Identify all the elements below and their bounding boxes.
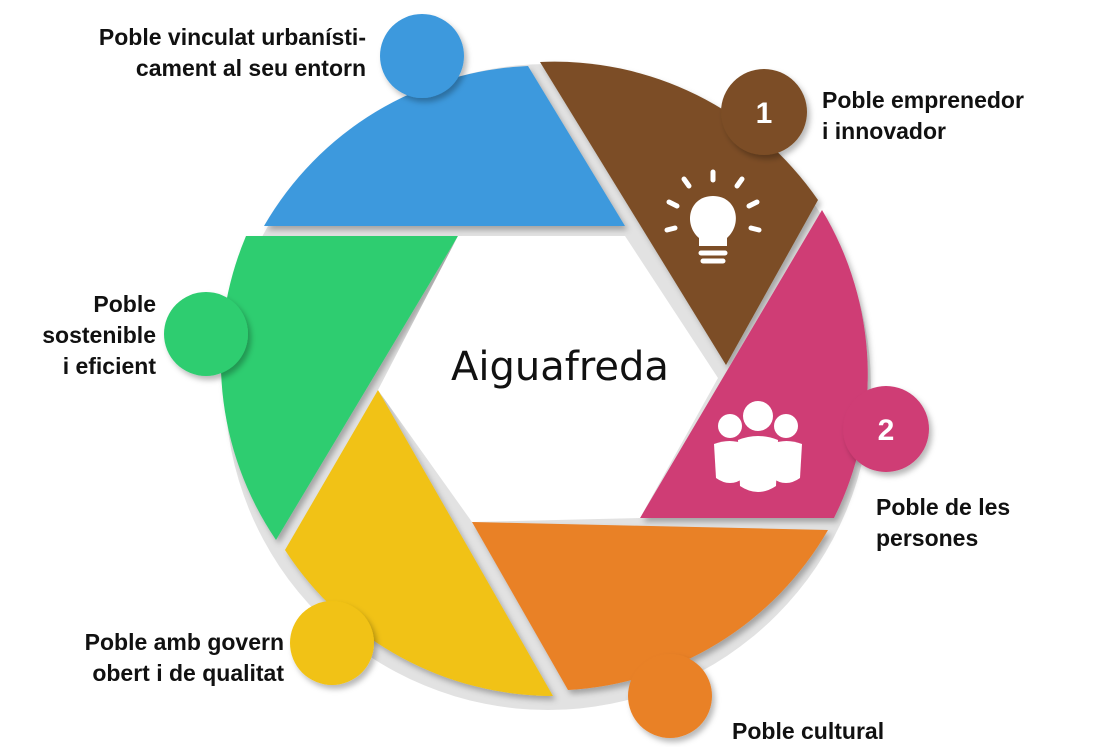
label-upper-right-line-2: i innovador	[822, 118, 946, 144]
bubble-bottom	[628, 654, 712, 738]
label-lower-left-line-2: obert i de qualitat	[92, 660, 284, 686]
bubble-upper-left	[164, 292, 248, 376]
label-lower-right-line-2: persones	[876, 525, 979, 551]
bubble-top	[380, 14, 464, 98]
label-lower-right-line-1: Poble de les	[876, 494, 1011, 520]
label-top: Poble vinculat urbanísti- cament al seu …	[99, 22, 366, 84]
center-title: Aiguafreda	[451, 344, 669, 390]
label-lower-left: Poble amb govern obert i de qualitat	[85, 627, 284, 689]
label-lower-left-line-1: Poble amb govern	[84, 629, 284, 655]
bubble-lower-left	[290, 601, 374, 685]
segment-lower-right	[640, 210, 868, 518]
label-bottom-line-1: Poble cultural	[732, 718, 885, 744]
bubble-upper-right	[721, 69, 807, 155]
segment-bottom	[472, 522, 828, 690]
segment-top	[264, 66, 625, 226]
label-upper-left-line-1: Poble	[93, 291, 156, 317]
label-lower-right: Poble de les persones	[876, 492, 1010, 554]
label-upper-left: Poble sostenible i eficient	[42, 289, 156, 382]
label-top-line-2: cament al seu entorn	[135, 55, 366, 81]
label-upper-right-line-1: Poble emprenedor	[822, 87, 1024, 113]
label-top-line-1: Poble vinculat urbanísti-	[98, 24, 366, 50]
badge-number-2: 2	[878, 414, 895, 447]
badge-number-1: 1	[756, 97, 773, 130]
lightbulb-icon	[664, 169, 762, 264]
center-hexagon	[378, 236, 718, 522]
label-bottom: Poble cultural	[732, 716, 884, 747]
label-upper-right: Poble emprenedor i innovador	[822, 85, 1024, 147]
people-group-icon	[714, 401, 802, 492]
label-upper-left-line-3: i eficient	[62, 353, 156, 379]
label-upper-left-line-2: sostenible	[42, 322, 156, 348]
segment-upper-left	[220, 236, 458, 540]
bubble-lower-right	[843, 386, 929, 472]
